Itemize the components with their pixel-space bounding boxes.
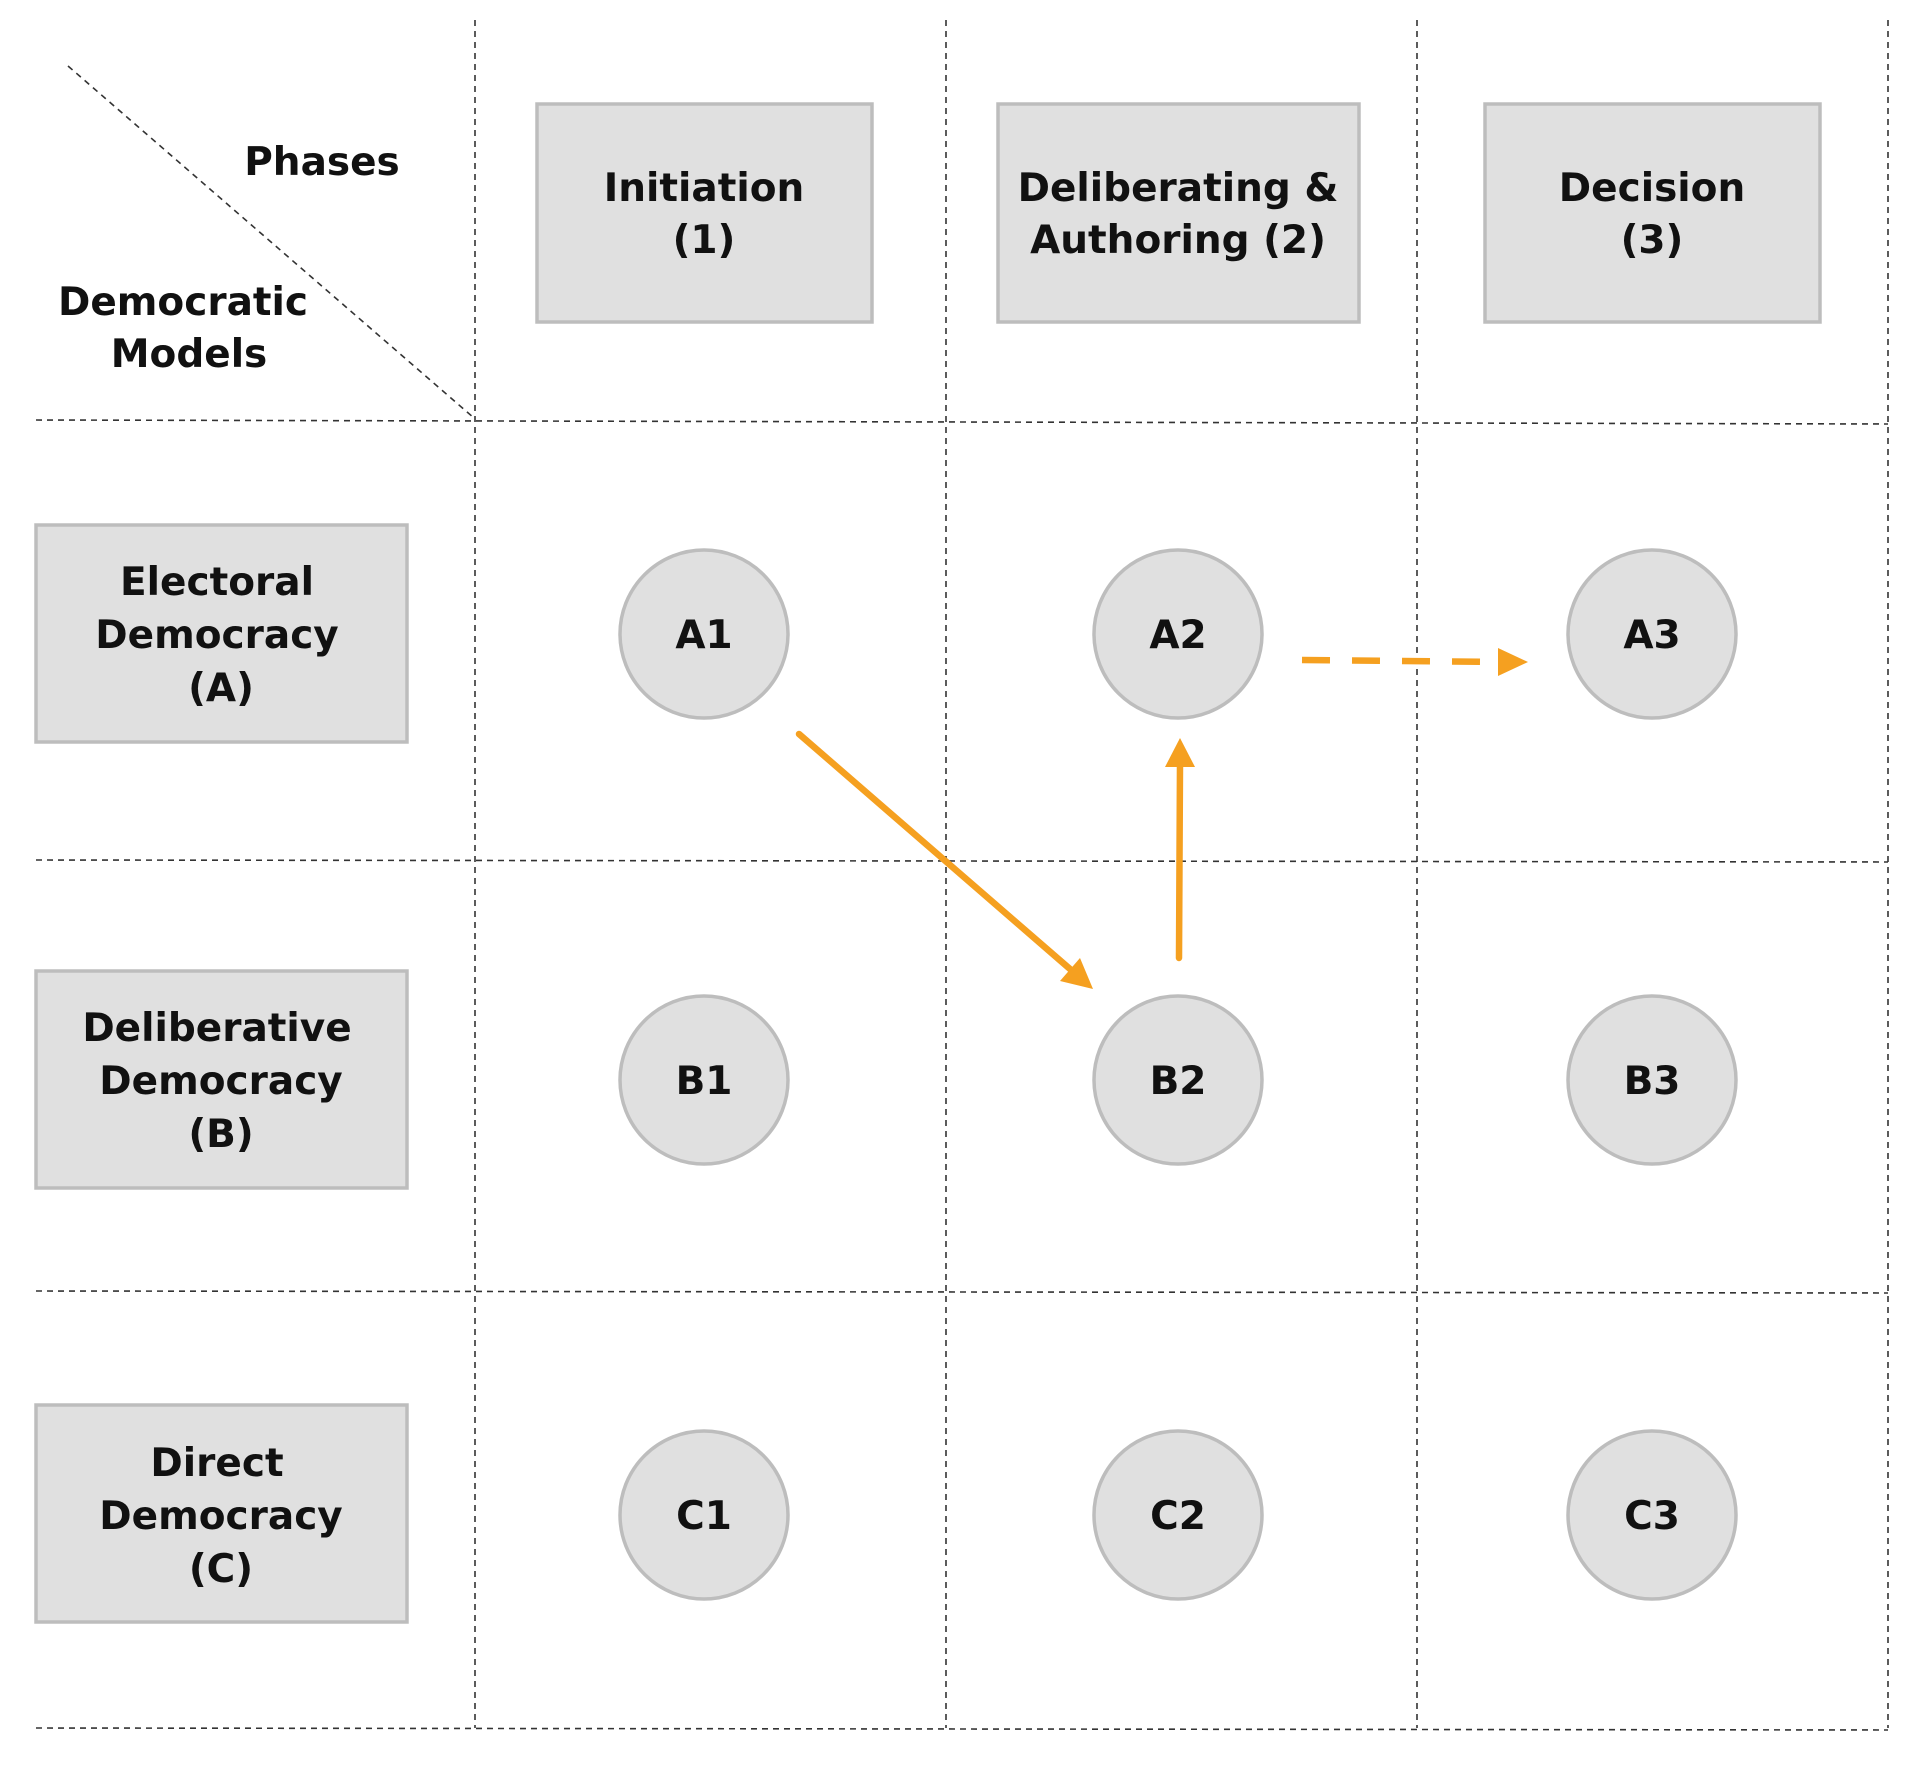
phase-header-deliberating: Deliberating & Authoring (2)	[996, 102, 1361, 324]
node-circle	[1566, 1429, 1738, 1601]
arrows	[795, 648, 1528, 989]
phase-label-line1: Decision	[1559, 166, 1745, 211]
model-box	[34, 969, 409, 1190]
phase-label-line2: (3)	[1621, 218, 1684, 263]
node-circle	[1566, 994, 1738, 1166]
phases-axis-label: Phases	[244, 140, 400, 185]
node-c2: C2	[1092, 1429, 1264, 1601]
phase-label-line2: (1)	[673, 218, 736, 263]
horizontal-gridline	[35, 419, 1889, 425]
node-circle	[1092, 1429, 1264, 1601]
node-circle	[1566, 548, 1738, 720]
node-label: A1	[675, 613, 732, 658]
phase-box	[1483, 102, 1822, 324]
node-label: C3	[1624, 1494, 1680, 1539]
model-label-line2: Democracy	[99, 1059, 342, 1104]
arrow-a2-to-a3	[1301, 648, 1528, 676]
phase-label-line2: Authoring (2)	[1030, 218, 1326, 263]
model-box	[34, 1403, 409, 1624]
model-header-electoral: Electoral Democracy (A)	[34, 523, 409, 744]
model-header-direct: Direct Democracy (C)	[34, 1403, 409, 1624]
phase-label-line1: Initiation	[604, 166, 805, 211]
horizontal-gridline	[35, 859, 1889, 863]
arrow-line	[1175, 759, 1184, 962]
model-header-deliberative: Deliberative Democracy (B)	[34, 969, 409, 1190]
arrow-line	[1301, 656, 1501, 666]
model-label-line3: (A)	[188, 666, 254, 711]
node-a3: A3	[1566, 548, 1738, 720]
arrow-a1-to-b2	[795, 730, 1093, 989]
node-circle	[1092, 994, 1264, 1166]
corner-diagonal-line	[67, 65, 475, 419]
node-label: B2	[1150, 1059, 1207, 1104]
phase-box	[535, 102, 874, 324]
democratic-models-axis-label-line2: Models	[111, 332, 268, 377]
model-label-line3: (C)	[189, 1547, 253, 1592]
model-label-line3: (B)	[188, 1112, 253, 1157]
phase-header-initiation: Initiation (1)	[535, 102, 874, 324]
node-label: A3	[1623, 613, 1680, 658]
arrowhead	[1165, 738, 1195, 767]
node-label: B3	[1624, 1059, 1681, 1104]
arrow-b2-to-a2	[1165, 738, 1195, 962]
node-c1: C1	[618, 1429, 790, 1601]
grid-lines	[35, 20, 1889, 1731]
node-circle	[618, 1429, 790, 1601]
democratic-models-axis-label-line1: Democratic	[58, 280, 308, 325]
node-circle	[618, 994, 790, 1166]
node-circle	[1092, 548, 1264, 720]
corner-header: Phases Democratic Models	[58, 140, 400, 377]
node-b3: B3	[1566, 994, 1738, 1166]
model-label-line1: Deliberative	[82, 1006, 351, 1051]
model-box	[34, 523, 409, 744]
node-circle	[618, 548, 790, 720]
node-label: C1	[676, 1494, 732, 1539]
phase-box	[996, 102, 1361, 324]
horizontal-gridline	[35, 1727, 1889, 1731]
model-label-line2: Democracy	[95, 613, 338, 658]
model-label-line2: Democracy	[99, 1494, 342, 1539]
node-label: B1	[676, 1059, 733, 1104]
arrowhead	[1060, 958, 1093, 989]
node-a2: A2	[1092, 548, 1264, 720]
model-label-line1: Electoral	[120, 560, 314, 605]
model-label-line1: Direct	[150, 1441, 283, 1486]
arrowhead	[1498, 648, 1528, 676]
phase-label-line1: Deliberating &	[1018, 166, 1339, 211]
node-c3: C3	[1566, 1429, 1738, 1601]
node-b2: B2	[1092, 994, 1264, 1166]
arrow-line	[795, 730, 1074, 973]
node-b1: B1	[618, 994, 790, 1166]
phase-header-decision: Decision (3)	[1483, 102, 1822, 324]
node-label: C2	[1150, 1494, 1206, 1539]
horizontal-gridline	[35, 1290, 1889, 1294]
node-label: A2	[1149, 613, 1206, 658]
node-a1: A1	[618, 548, 790, 720]
